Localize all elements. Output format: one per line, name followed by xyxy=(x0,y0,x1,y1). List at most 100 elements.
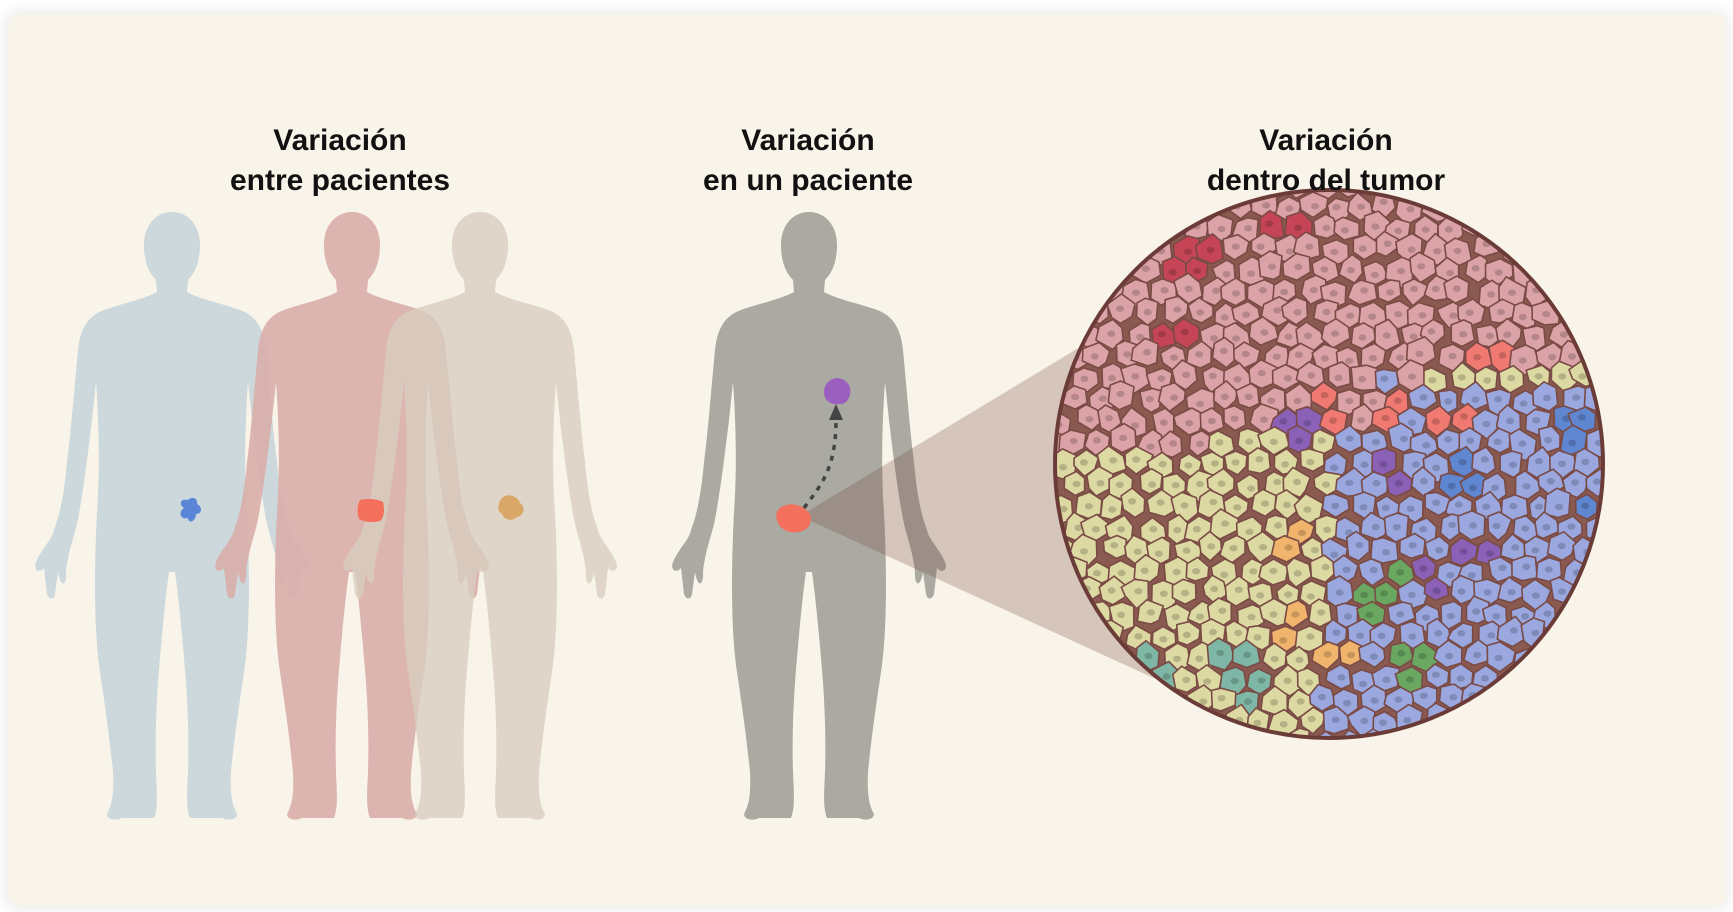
cell-nucleus xyxy=(1279,721,1288,728)
cell xyxy=(1335,190,1362,198)
cell-nucleus xyxy=(1337,674,1346,681)
cell-nucleus xyxy=(1535,503,1543,510)
cell-nucleus xyxy=(1422,442,1431,449)
cell-nucleus xyxy=(1079,548,1088,555)
cell-nucleus xyxy=(1298,529,1306,537)
cell-nucleus xyxy=(1480,456,1489,463)
cell-nucleus xyxy=(1508,289,1516,296)
cell-nucleus xyxy=(1284,591,1293,598)
cell-nucleus xyxy=(1487,291,1496,298)
cell-nucleus xyxy=(1381,414,1390,422)
cell-nucleus xyxy=(1418,652,1427,660)
cell-nucleus xyxy=(1432,464,1441,471)
cell-nucleus xyxy=(1105,415,1113,422)
cell-nucleus xyxy=(1343,699,1352,707)
cell-nucleus xyxy=(1466,437,1475,444)
cell-nucleus xyxy=(1396,569,1405,576)
cell-nucleus xyxy=(1323,651,1332,658)
cell-nucleus xyxy=(1332,629,1341,636)
cell-nucleus xyxy=(1222,271,1231,278)
cell-nucleus xyxy=(1192,568,1201,575)
cell-nucleus xyxy=(1472,608,1481,615)
cell-nucleus xyxy=(1294,263,1303,271)
cell-nucleus xyxy=(1396,354,1405,361)
cell-nucleus xyxy=(1171,482,1180,489)
cell-nucleus xyxy=(1171,613,1180,620)
cell-nucleus xyxy=(1371,223,1380,230)
cell-nucleus xyxy=(1492,613,1501,620)
cell-nucleus xyxy=(1072,480,1081,488)
cell-nucleus xyxy=(1085,416,1094,423)
cell-nucleus xyxy=(1108,375,1116,382)
cell-nucleus xyxy=(1408,542,1417,549)
cell-nucleus xyxy=(1311,203,1319,210)
cell-nucleus xyxy=(1280,288,1289,296)
cell-nucleus xyxy=(1145,395,1154,403)
cell xyxy=(1139,467,1163,495)
cell-nucleus xyxy=(1208,372,1217,379)
cell-nucleus xyxy=(1446,612,1455,620)
cell-nucleus xyxy=(1233,376,1242,383)
title-line: en un paciente xyxy=(702,164,914,197)
cell-nucleus xyxy=(1092,437,1101,444)
cell-nucleus xyxy=(1410,285,1419,293)
cell-nucleus xyxy=(1396,611,1405,618)
cell-nucleus xyxy=(1403,717,1412,724)
cell-nucleus xyxy=(1548,353,1557,361)
cell-nucleus xyxy=(1473,651,1482,659)
cell-nucleus xyxy=(1531,547,1540,554)
cell-nucleus xyxy=(1170,394,1179,401)
cell-nucleus xyxy=(1259,416,1268,423)
arrow-head-icon xyxy=(829,404,843,420)
cell-nucleus xyxy=(1207,543,1216,550)
cell-nucleus xyxy=(1212,287,1221,294)
cell-nucleus xyxy=(1592,478,1601,485)
cell-nucleus xyxy=(1330,248,1339,256)
cell-nucleus xyxy=(1360,717,1369,724)
cell-nucleus xyxy=(1459,331,1468,338)
cell-nucleus xyxy=(1274,522,1283,529)
cell-nucleus xyxy=(1220,393,1229,400)
cell-nucleus xyxy=(1128,498,1137,505)
cell-nucleus xyxy=(1159,590,1168,597)
cell-nucleus xyxy=(1323,526,1332,533)
cell-nucleus xyxy=(1511,544,1520,551)
cell-nucleus xyxy=(1245,528,1254,535)
cell-nucleus xyxy=(1143,308,1152,316)
cell-nucleus xyxy=(1531,629,1540,637)
cell-nucleus xyxy=(1371,523,1380,531)
cell-nucleus xyxy=(1159,636,1168,643)
cell-nucleus xyxy=(1293,570,1302,577)
cell-nucleus xyxy=(1482,420,1491,428)
cell-nucleus xyxy=(1146,443,1155,450)
cell-nucleus xyxy=(1452,285,1461,292)
metastasis-icon xyxy=(824,378,851,405)
cell-nucleus xyxy=(1193,267,1201,275)
cell-nucleus xyxy=(1253,634,1262,641)
cell-nucleus xyxy=(1318,693,1326,701)
cell-nucleus xyxy=(1394,480,1403,487)
cell-nucleus xyxy=(1320,391,1329,399)
cell-nucleus xyxy=(1434,630,1443,637)
cell-nucleus xyxy=(1420,692,1428,699)
cell-nucleus xyxy=(1107,587,1116,594)
cell-nucleus xyxy=(1268,263,1277,270)
cell-nucleus xyxy=(1260,329,1269,336)
cell-nucleus xyxy=(1231,459,1240,466)
cell-nucleus xyxy=(1330,464,1339,471)
cell-nucleus xyxy=(1132,289,1140,296)
cell-nucleus xyxy=(1344,613,1352,620)
cell-nucleus xyxy=(1370,271,1379,279)
cell-nucleus xyxy=(1358,334,1367,341)
cell-nucleus xyxy=(1507,589,1516,596)
cell-nucleus xyxy=(1572,394,1581,401)
cell-nucleus xyxy=(1544,436,1553,444)
cell-nucleus xyxy=(1345,435,1354,442)
cell-nucleus xyxy=(1332,204,1341,211)
cell-nucleus xyxy=(1320,266,1329,273)
cell-nucleus xyxy=(1577,414,1586,421)
cell-nucleus xyxy=(1157,330,1166,338)
cell-nucleus xyxy=(1149,525,1158,533)
cell-nucleus xyxy=(1372,479,1381,487)
cell-nucleus xyxy=(1493,438,1502,445)
